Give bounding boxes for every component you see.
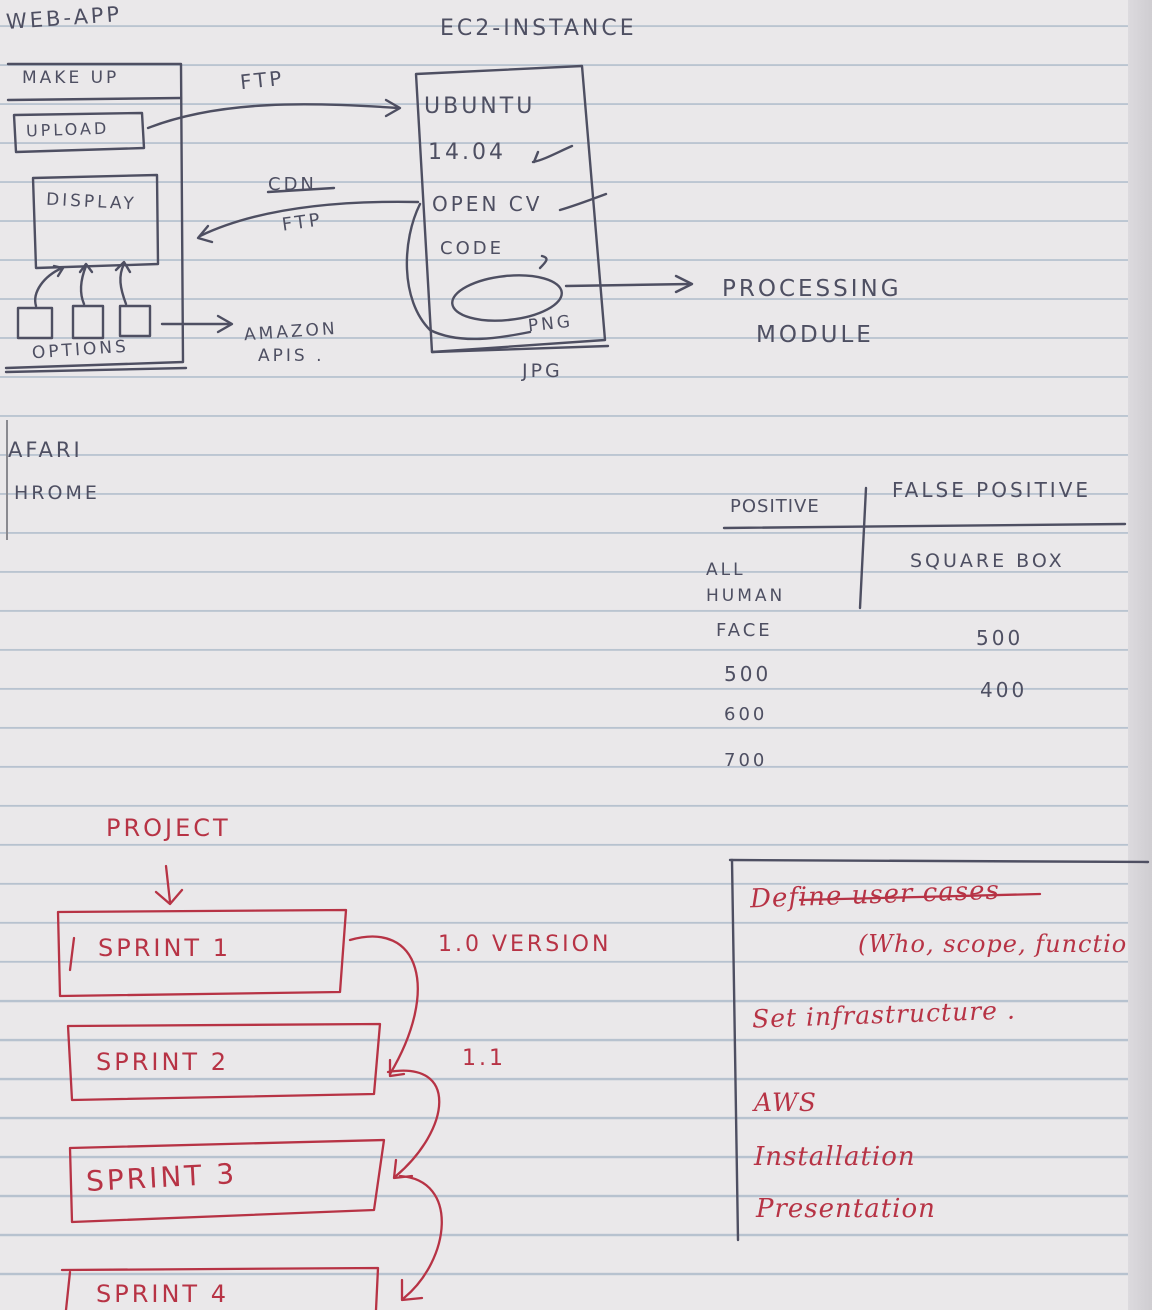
opencv-label: OPEN CV [432, 192, 543, 216]
png-label: PNG [527, 311, 575, 337]
sprint-2-box [66, 1022, 382, 1102]
project-title: PROJECT [106, 814, 231, 842]
ubuntu-version-label: 14.04 [428, 140, 506, 165]
sprint-4-box [60, 1266, 380, 1310]
note-installation: Installation [754, 1142, 916, 1172]
browser-safari: AFARI [8, 438, 83, 462]
upload-box [12, 111, 146, 154]
display-box [31, 173, 160, 270]
check-opencv [558, 192, 608, 212]
notes-strike [798, 892, 1042, 902]
sprint-4-label: SPRINT 4 [96, 1280, 229, 1308]
module-label: MODULE [756, 322, 874, 348]
table-row-label-all: ALL [706, 560, 746, 580]
jpg-label: JPG [522, 360, 563, 382]
sprint-2-to-3-arrow [386, 1069, 441, 1178]
cdn-label: CDN [268, 174, 317, 195]
notes-box [728, 858, 1150, 864]
note-aws: AWS [754, 1088, 817, 1117]
web-app-frame [4, 62, 185, 370]
sprint-1-box [56, 908, 348, 998]
table-column-line [858, 486, 868, 610]
check-1404 [531, 144, 574, 164]
sprint-2-label: SPRINT 2 [96, 1048, 229, 1076]
table-false-label: SQUARE BOX [910, 550, 1065, 572]
upload-button: UPLOAD [25, 118, 110, 141]
note-who-scope: (Who, scope, functio [858, 930, 1128, 958]
ec2-frame [414, 64, 607, 354]
ftp-upload-label: FTP [238, 65, 286, 95]
ubuntu-label: UBUNTU [424, 94, 536, 119]
ec2-title: EC2-INSTANCE [440, 16, 637, 41]
sprint-3-to-4-arrow [398, 1174, 443, 1300]
makeup-divider [6, 96, 183, 102]
table-header-false-positive: FALSE POSITIVE [892, 478, 1092, 502]
option-arrow-2 [79, 264, 88, 306]
project-down-arrow [164, 864, 172, 904]
table-row-label-face: FACE [716, 620, 773, 641]
table-false-value: 400 [980, 678, 1028, 702]
option-box-1 [16, 306, 54, 340]
note-presentation: Presentation [756, 1194, 936, 1224]
processing-label: PROCESSING [722, 276, 902, 302]
code-label: CODE [440, 238, 504, 259]
upload-ftp-arrow [146, 103, 400, 130]
options-underline [4, 366, 188, 374]
processing-ellipse [451, 274, 563, 322]
sprint-3-box [68, 1138, 386, 1224]
bottom-jpg-line [430, 344, 610, 354]
margin-line [6, 420, 8, 540]
next-page-edge [1128, 0, 1152, 1310]
table-header-positive: POSITIVE [730, 496, 820, 517]
processing-arrow [564, 282, 692, 288]
table-header-line [722, 522, 1127, 530]
option-box-3 [118, 304, 152, 338]
sprint-1-label: SPRINT 1 [98, 934, 231, 962]
option-arrow-3 [119, 262, 128, 306]
png-loop [405, 202, 532, 341]
table-false-value: 500 [976, 626, 1024, 650]
display-label: DISPLAY [45, 189, 138, 215]
option-arrow-1 [34, 266, 64, 308]
makeup-label: MAKE UP [22, 68, 120, 88]
browser-chrome: HROME [14, 482, 100, 504]
table-positive-value: 500 [724, 662, 772, 686]
apis-label: APIS . [258, 346, 325, 366]
return-arrow [198, 200, 420, 238]
table-positive-value: 600 [724, 704, 768, 725]
version-1-label: 1.0 VERSION [438, 932, 612, 957]
table-row-label-human: HUMAN [706, 586, 786, 606]
cdn-strike [266, 186, 336, 194]
sprint-1-to-2-arrow [348, 935, 419, 1076]
table-positive-value: 700 [724, 750, 768, 771]
sprint-3-label: SPRINT 3 [85, 1157, 238, 1198]
version-2-label: 1.1 [462, 1046, 506, 1071]
option-box-2 [71, 304, 105, 340]
